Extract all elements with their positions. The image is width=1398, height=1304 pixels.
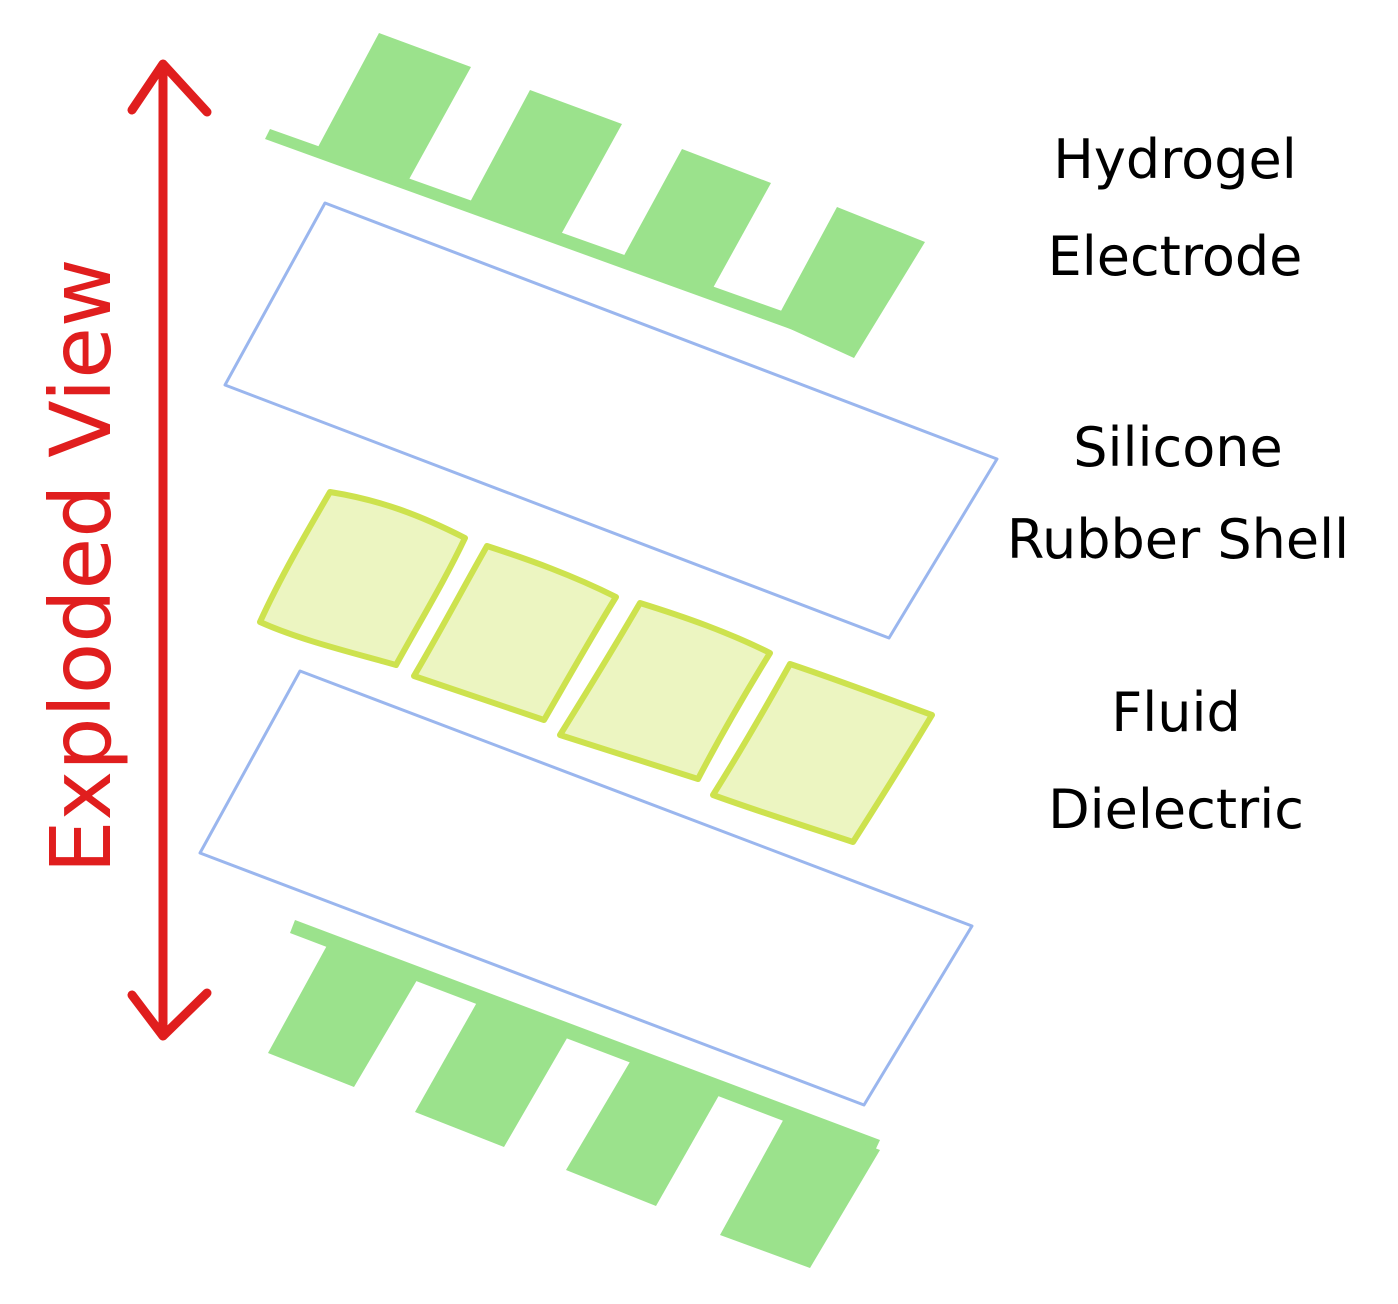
fluid-dielectric-label: Fluid Dielectric: [1048, 681, 1304, 841]
upper-silicone-shell: [223, 201, 999, 640]
dielectric-pad: [557, 600, 773, 782]
arrow-head-top: [127, 59, 212, 117]
silicone-label-line2: Rubber Shell: [1007, 508, 1349, 571]
bottom-electrode-pad: [268, 940, 420, 1087]
top-electrode-pad: [318, 33, 471, 183]
lower-silicone-shell: [198, 669, 974, 1107]
top-hydrogel-electrode: [265, 33, 925, 358]
dielectric-pad: [710, 661, 935, 845]
hydrogel-label-line2: Electrode: [1048, 225, 1303, 288]
fluid-label-line2: Dielectric: [1048, 778, 1304, 841]
exploded-view-label: Exploded View: [32, 258, 130, 873]
dielectric-pad: [411, 543, 619, 723]
hydrogel-electrode-label: Hydrogel Electrode: [1048, 128, 1303, 288]
fluid-label-line1: Fluid: [1111, 681, 1241, 744]
arrow-head-bottom: [127, 988, 212, 1041]
silicone-shell-label: Silicone Rubber Shell: [1007, 416, 1349, 571]
bottom-hydrogel-electrode: [268, 920, 880, 1268]
bottom-electrode-strip: [290, 920, 880, 1155]
bottom-electrode-pad: [415, 997, 570, 1147]
bottom-electrode-pad: [566, 1055, 722, 1206]
silicone-label-line1: Silicone: [1073, 416, 1282, 479]
dielectric-pad: [257, 489, 468, 668]
hydrogel-label-line1: Hydrogel: [1053, 128, 1296, 191]
top-electrode-pad: [469, 90, 622, 240]
top-electrode-strip: [265, 129, 858, 351]
exploded-view-arrow: [127, 59, 212, 1041]
fluid-dielectric: [257, 489, 935, 845]
top-electrode-pad: [775, 207, 925, 358]
bottom-electrode-pad: [720, 1115, 880, 1268]
top-electrode-pad: [621, 149, 771, 297]
